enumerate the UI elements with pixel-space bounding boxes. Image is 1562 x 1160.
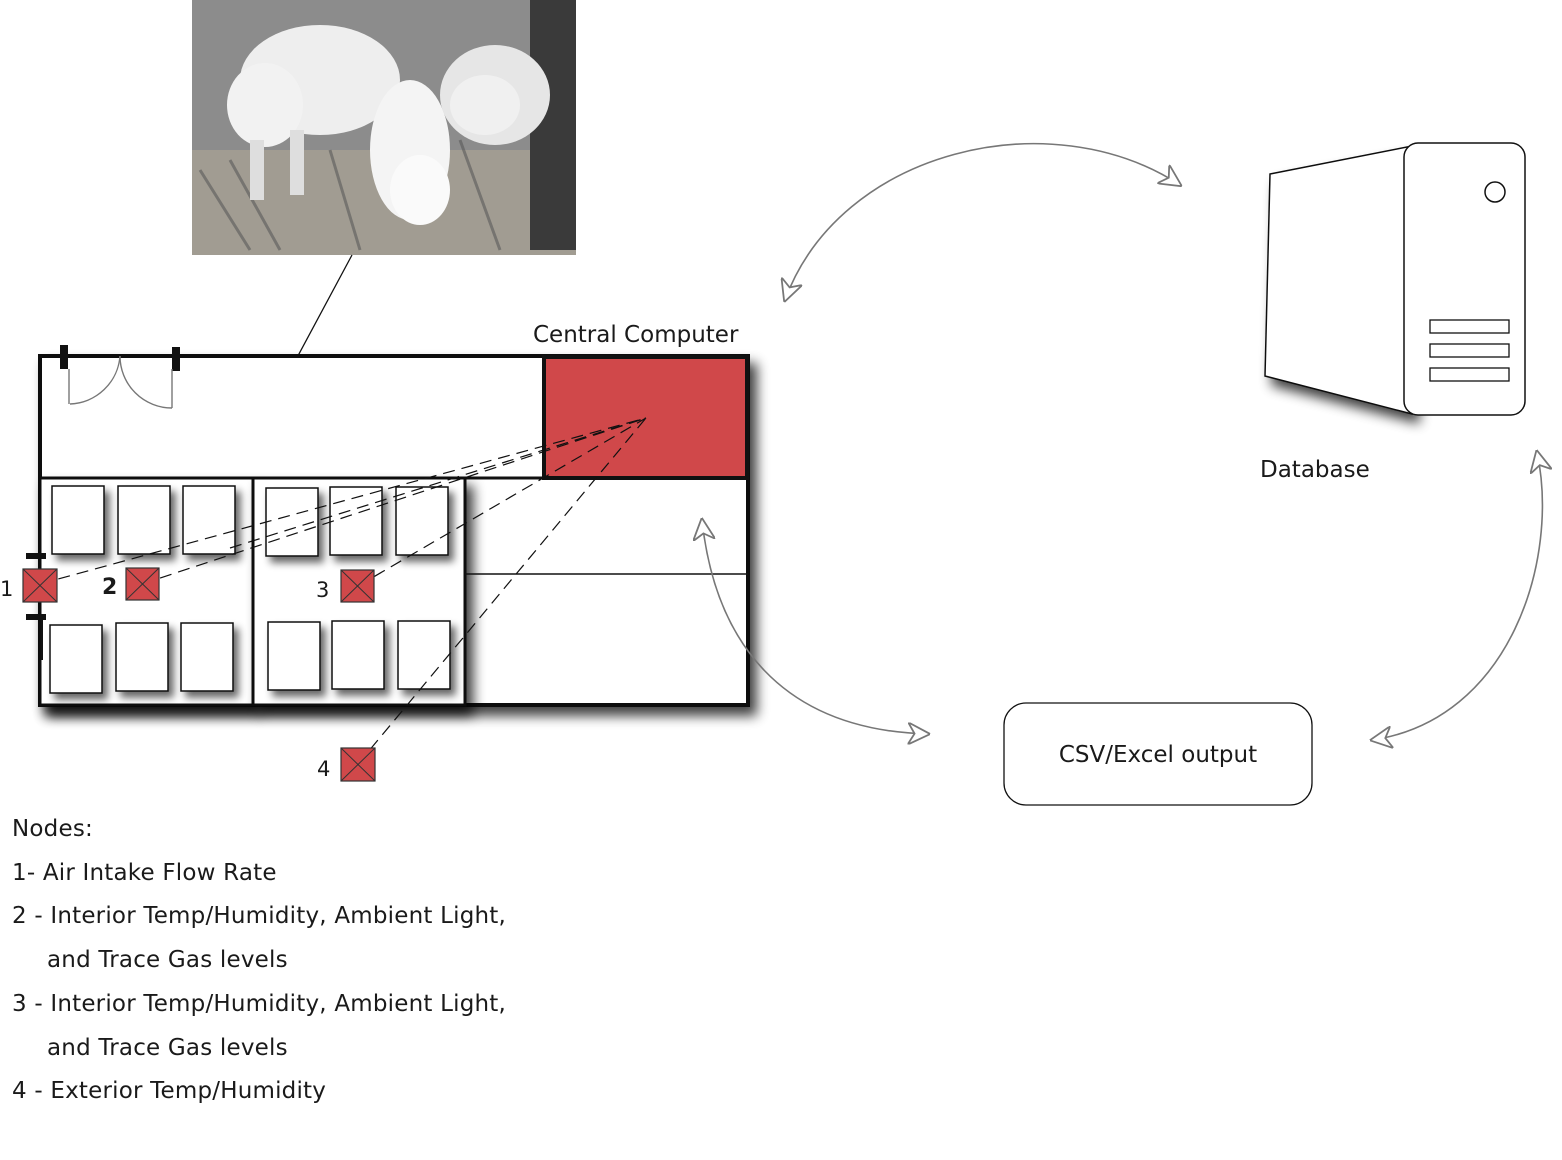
node-1-label: 1 xyxy=(0,577,13,601)
sensor-node-4: 4 xyxy=(317,747,376,782)
intake-opening xyxy=(26,553,46,660)
legend-heading: Nodes: xyxy=(12,816,93,842)
bidirectional-arrow-icon xyxy=(1372,452,1542,740)
database-label: Database xyxy=(1260,457,1370,483)
sensor-node-2: 2 xyxy=(102,567,160,601)
database-tower-icon xyxy=(1264,142,1526,416)
legend-line-3: and Trace Gas levels xyxy=(47,947,288,974)
legend-line-4: 3 - Interior Temp/Humidity, Ambient Ligh… xyxy=(12,990,507,1017)
legend-line-5: and Trace Gas levels xyxy=(47,1034,288,1061)
sensor-node-3: 3 xyxy=(316,569,375,603)
legend-line-1: 1- Air Intake Flow Rate xyxy=(12,859,277,886)
node-3-label: 3 xyxy=(316,578,329,602)
bidirectional-arrow-icon xyxy=(785,142,1180,300)
node-2-label: 2 xyxy=(102,575,117,600)
node-4-label: 4 xyxy=(317,757,330,781)
csv-output-label: CSV/Excel output xyxy=(1059,742,1257,768)
pig-photo xyxy=(192,0,576,255)
nodes-legend: Nodes: 1- Air Intake Flow Rate 2 - Inter… xyxy=(12,808,506,1114)
central-computer-label: Central Computer xyxy=(533,322,739,348)
animal-pens xyxy=(49,485,451,694)
legend-line-2: 2 - Interior Temp/Humidity, Ambient Ligh… xyxy=(12,903,507,930)
bidirectional-arrow-icon xyxy=(702,520,928,734)
door-icon xyxy=(60,345,180,409)
sensor-node-1: 1 xyxy=(0,568,58,603)
csv-output-box xyxy=(1003,702,1313,806)
legend-line-6: 4 - Exterior Temp/Humidity xyxy=(12,1078,327,1105)
wireless-links xyxy=(39,417,647,765)
